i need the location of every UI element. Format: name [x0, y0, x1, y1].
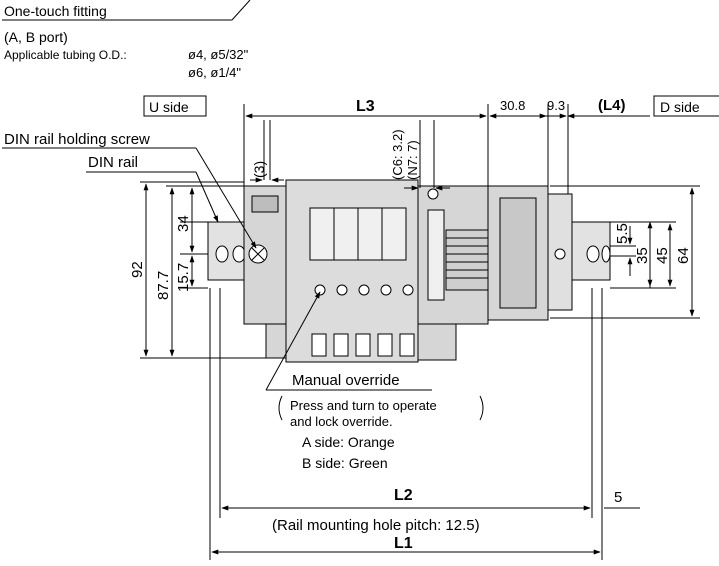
dim-c6: (C6: 3.2) [390, 129, 405, 180]
b-side-label: B side: Green [302, 455, 388, 471]
dim-5-5: 5.5 [614, 223, 631, 244]
dim-34: 34 [175, 215, 192, 232]
d-side-label: D side [653, 95, 719, 117]
bottom-dimensions [209, 288, 640, 560]
manual-override-callout [265, 291, 484, 421]
dim-45: 45 [654, 247, 671, 264]
svg-text:D side: D side [660, 99, 700, 115]
top-dimensions [243, 104, 650, 194]
left-callout-leaders [2, 147, 257, 249]
dim-87-7: 87.7 [155, 271, 172, 300]
dim-5: 5 [614, 489, 622, 506]
override-note-1: Press and turn to operate [290, 398, 437, 413]
tubing-line1: ø4, ø5/32" [188, 47, 249, 62]
dim-l4: (L4) [598, 97, 626, 114]
dim-n7: (N7: 7) [405, 140, 420, 180]
override-note-2: and lock override. [290, 414, 393, 429]
manual-override-label: Manual override [292, 372, 400, 389]
dim-15-7: 15.7 [175, 263, 192, 292]
manifold-drawing [207, 179, 611, 363]
dim-92: 92 [129, 261, 146, 278]
dim-35: 35 [634, 247, 651, 264]
tubing-line2: ø6, ø1/4" [188, 65, 241, 80]
dim-l2: L2 [394, 487, 413, 504]
svg-text:U side: U side [149, 99, 189, 115]
dim-l1: L1 [394, 535, 413, 552]
dim-l3: L3 [356, 98, 375, 115]
fitting-callout: One-touch fitting (A, B port) Applicable… [2, 0, 251, 80]
u-side-label: U side [143, 95, 207, 117]
din-rail-screw-label: DIN rail holding screw [4, 131, 150, 148]
left-dimensions [140, 181, 266, 359]
rail-pitch-label: (Rail mounting hole pitch: 12.5) [272, 517, 480, 534]
dim-30-8: 30.8 [500, 98, 525, 113]
ribbon-cable [445, 229, 493, 291]
din-rail-label: DIN rail [88, 154, 138, 171]
dim-64: 64 [675, 247, 692, 264]
right-dimensions [550, 185, 700, 319]
dim-3: (3) [251, 161, 267, 178]
fitting-port: (A, B port) [4, 29, 68, 45]
fitting-title: One-touch fitting [4, 3, 107, 19]
tubing-prefix: Applicable tubing O.D.: [4, 48, 127, 62]
dim-9-3: 9.3 [547, 98, 565, 113]
a-side-label: A side: Orange [302, 434, 395, 450]
valve-stations [285, 179, 419, 363]
